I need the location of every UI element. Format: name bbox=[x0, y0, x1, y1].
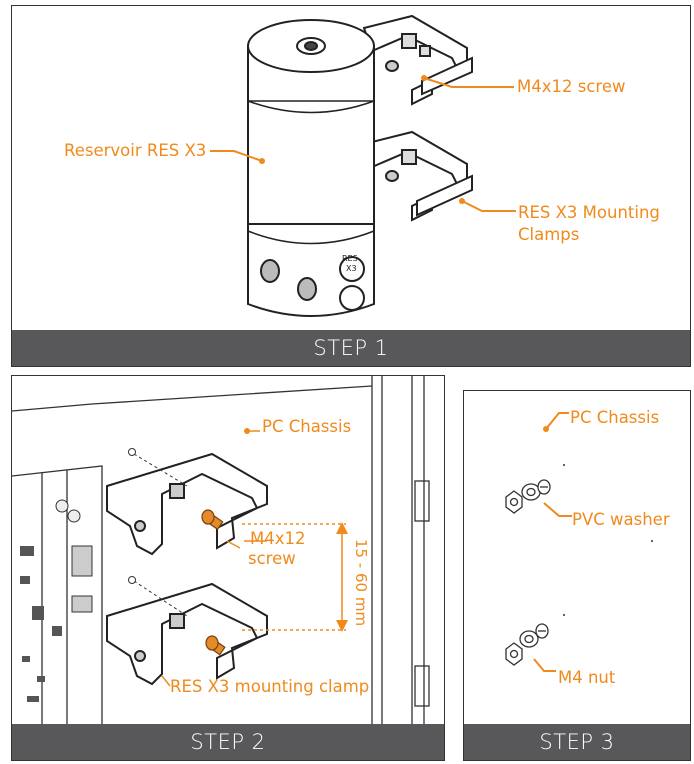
washer-nut-illustration bbox=[505, 412, 653, 672]
distance-label: 15 - 60 mm bbox=[352, 538, 371, 627]
step3-panel: PC Chassis PVC washer M4 nut STEP 3 bbox=[463, 390, 691, 761]
washer-label: PVC washer bbox=[572, 510, 670, 529]
step1-panel: Reservoir RES X3 M4x12 screw RES X3 Moun… bbox=[11, 5, 691, 367]
reservoir-emblem-line2: X3 bbox=[346, 264, 357, 273]
screw-label-line2: screw bbox=[248, 549, 296, 568]
chassis-illustration bbox=[12, 376, 430, 726]
screw-label: M4x12 screw bbox=[517, 77, 626, 96]
screw-label-line1: M4x12 bbox=[250, 529, 306, 548]
step2-panel: PC Chassis M4x12 screw 15 - 60 mm RES X3… bbox=[11, 375, 445, 761]
clamps-label-line2: Clamps bbox=[518, 225, 580, 244]
chassis-label: PC Chassis bbox=[262, 417, 352, 436]
nut-label: M4 nut bbox=[558, 668, 616, 687]
reservoir-illustration bbox=[210, 14, 516, 317]
reservoir-label: Reservoir RES X3 bbox=[64, 141, 207, 160]
clamp-label: RES X3 mounting clamp bbox=[170, 677, 370, 696]
step1-title: STEP 1 bbox=[12, 330, 690, 366]
step3-title: STEP 3 bbox=[464, 724, 690, 760]
clamps-label-line1: RES X3 Mounting bbox=[518, 203, 660, 222]
chassis-label: PC Chassis bbox=[570, 408, 660, 427]
step2-title: STEP 2 bbox=[12, 724, 444, 760]
reservoir-emblem-line1: RES bbox=[342, 254, 358, 263]
